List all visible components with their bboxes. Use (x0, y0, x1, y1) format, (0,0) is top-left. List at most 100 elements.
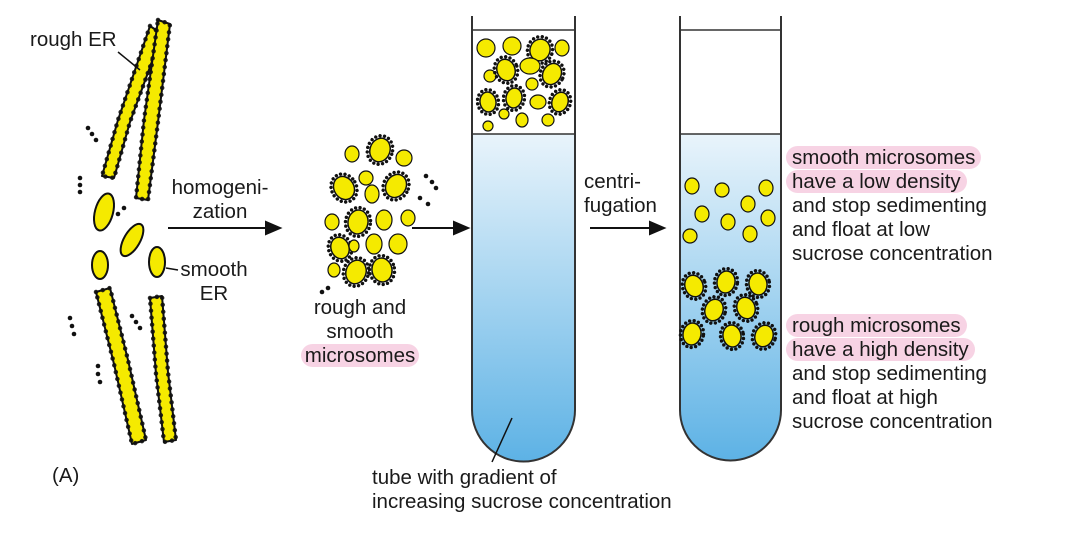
smooth-er-fragment (119, 222, 145, 258)
homogenization-line: zation (192, 200, 248, 223)
rough-microsome (716, 270, 736, 294)
smooth-microsome (365, 233, 383, 255)
ribosome-coat (547, 88, 573, 116)
smooth-result-line: sucrose concentration (792, 242, 993, 265)
rough-microsome (329, 236, 351, 260)
smooth-microsome (694, 205, 710, 223)
tube-after-centrifugation (678, 16, 782, 462)
rough-microsome (541, 62, 563, 86)
rough-microsome (384, 173, 408, 199)
centrifugation-label: centri- fugation (584, 170, 657, 218)
rough-microsome-band (678, 266, 778, 352)
rough-microsome (550, 91, 570, 113)
smooth-microsome (482, 120, 494, 132)
ribosome-coat (680, 271, 708, 301)
ribosome-coat (538, 59, 566, 89)
smooth-microsome (519, 57, 541, 75)
smooth-microsome (529, 94, 547, 110)
rough-result-line-highlighted: rough microsomes (786, 314, 967, 337)
panel-label: (A) (52, 464, 80, 487)
ribosome-coat (492, 55, 520, 85)
smooth-er-fragment (93, 192, 115, 232)
rough-microsome (748, 272, 768, 296)
rough-microsome (344, 259, 368, 285)
ribosome-coat (343, 205, 373, 239)
free-ribosomes (67, 125, 143, 385)
er-strands (67, 17, 179, 447)
ribosome-coat (678, 318, 706, 350)
free-ribosome (319, 289, 325, 295)
ribosome-coat (341, 256, 371, 288)
rough-microsome (505, 87, 523, 109)
rough-microsome (703, 298, 725, 322)
ribosome-coat (750, 321, 778, 351)
ribosome-coat (700, 295, 728, 325)
smooth-er-line: ER (199, 282, 229, 305)
ribosome-coat (501, 83, 527, 113)
ribosome-coat (475, 87, 501, 117)
ribosome-coat (732, 293, 760, 323)
smooth-microsome (324, 213, 340, 231)
rough-microsome (682, 322, 702, 346)
smooth-microsome (554, 39, 570, 57)
smooth-microsome (498, 108, 510, 120)
rough-microsome (495, 58, 517, 82)
homogenization-line: homogeni- (171, 176, 269, 199)
rough-microsome (683, 274, 705, 298)
rough-microsome (347, 209, 369, 235)
smooth-microsome (395, 149, 413, 167)
centrifugation-line: fugation (584, 194, 657, 217)
rough-microsome (368, 137, 392, 163)
homogenization-label: homogeni- zation (160, 176, 280, 224)
rough-microsome (479, 91, 497, 113)
smooth-result-line: and stop sedimenting (792, 194, 987, 217)
smooth-result-label: smooth microsomes have a low density and… (786, 146, 993, 266)
free-ribosome (425, 201, 431, 207)
smooth-microsome (515, 112, 529, 128)
rough-result-line-highlighted: have a high density (786, 338, 975, 361)
rough-microsome (753, 324, 775, 348)
ribosome-coat (381, 170, 411, 202)
smooth-microsome (348, 239, 360, 253)
smooth-microsome-band (682, 177, 776, 244)
free-ribosome (325, 285, 331, 291)
smooth-microsome (375, 209, 393, 231)
smooth-microsome (502, 36, 522, 56)
ribosome-coat (367, 253, 397, 287)
free-ribosome (423, 173, 429, 179)
smooth-result-line-highlighted: have a low density (786, 170, 967, 193)
rough-microsome (371, 257, 393, 283)
smooth-microsome (760, 209, 776, 227)
ribosome-coat (365, 134, 395, 166)
ribosome-coat (744, 268, 772, 300)
rough-microsome (722, 324, 742, 348)
rough-microsome (332, 175, 356, 201)
smooth-microsome (740, 195, 756, 213)
rough-smooth-label: rough and smooth microsomes (286, 296, 434, 368)
smooth-microsome (400, 209, 416, 227)
ribosome-coat (712, 266, 740, 298)
smooth-microsome (541, 113, 555, 127)
tube-label-line: tube with gradient of (372, 466, 557, 489)
rough-smooth-line: rough and (313, 296, 407, 319)
tube-before-centrifugation (471, 16, 576, 463)
smooth-microsome (358, 170, 374, 186)
free-ribosome (417, 195, 423, 201)
smooth-microsome (476, 38, 496, 58)
smooth-result-line: and float at low (792, 218, 930, 241)
rough-er-label: rough ER (30, 28, 117, 51)
free-ribosome (433, 185, 439, 191)
smooth-microsome (758, 179, 774, 197)
smooth-microsome (525, 77, 539, 91)
free-ribosome (429, 179, 435, 185)
rough-smooth-line: smooth (326, 320, 394, 343)
smooth-er-label: smooth ER (174, 258, 254, 306)
smooth-microsome (344, 145, 360, 163)
smooth-microsome (364, 184, 380, 204)
smooth-er-fragment (91, 250, 109, 280)
process-arrows (168, 220, 667, 236)
rough-result-label: rough microsomes have a high density and… (786, 314, 993, 434)
sample-layer-microsomes (475, 34, 573, 132)
smooth-microsome (327, 262, 341, 278)
